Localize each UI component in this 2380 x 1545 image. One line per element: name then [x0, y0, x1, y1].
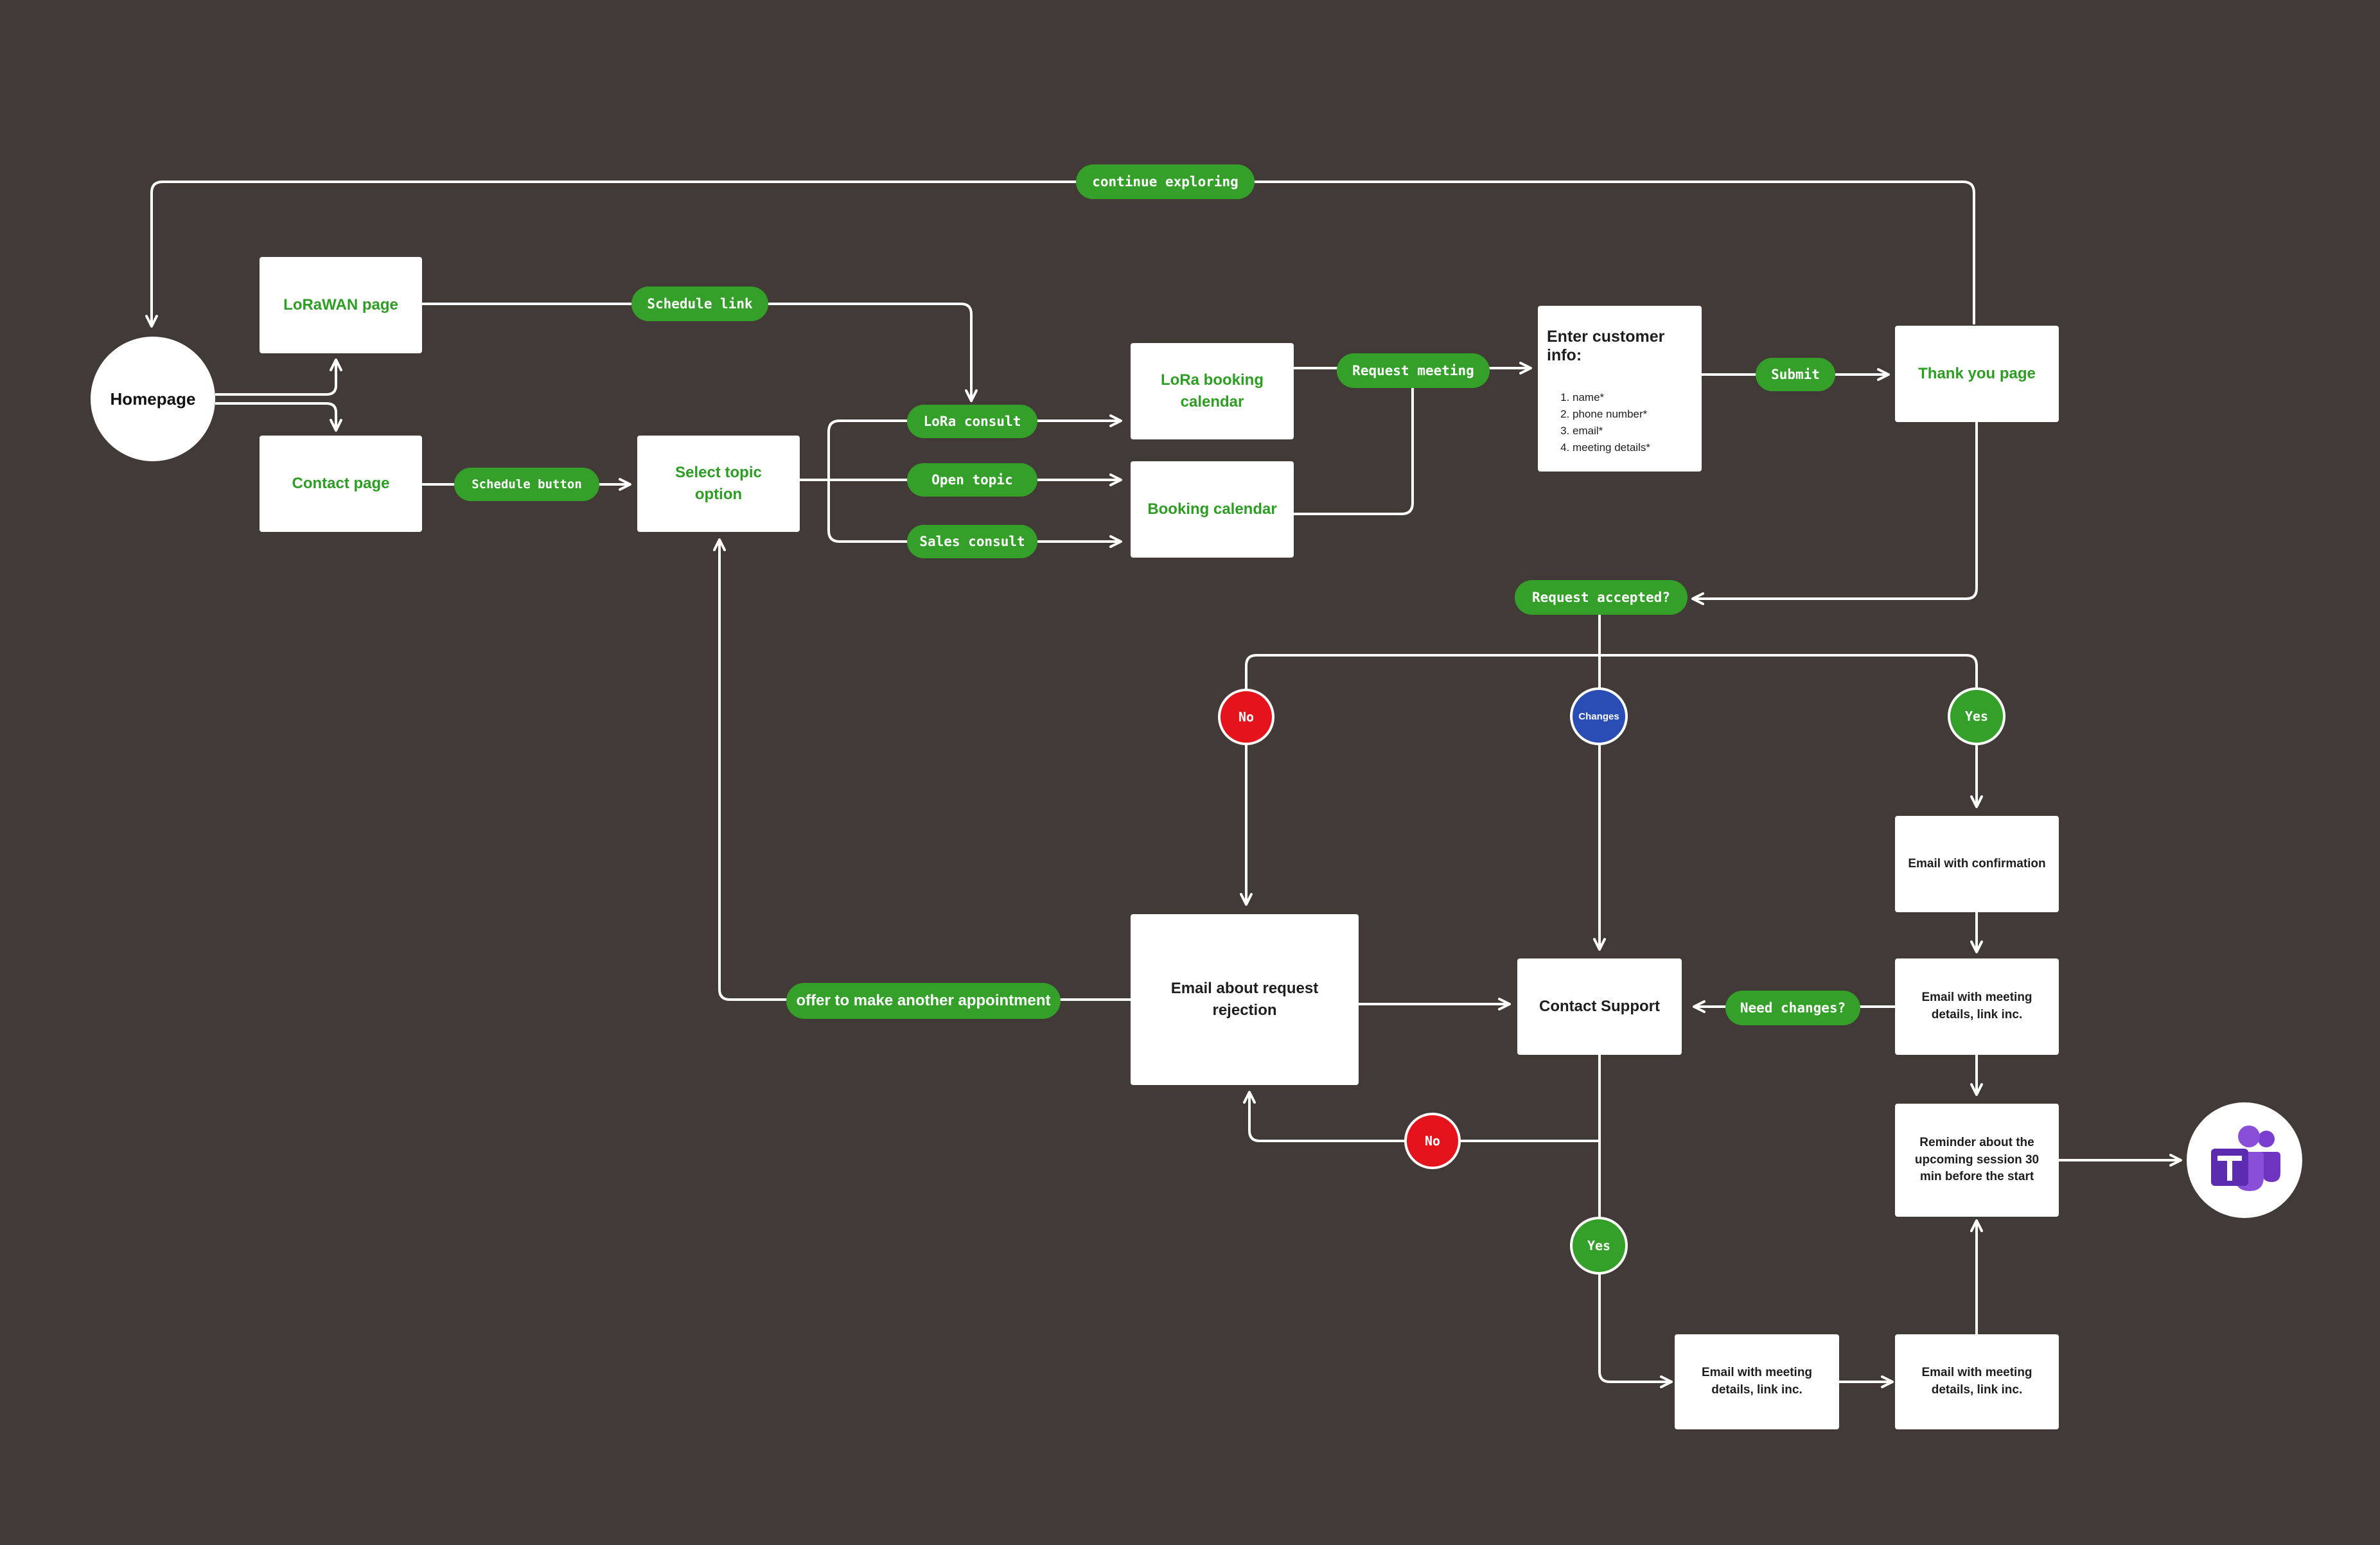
email-meeting-details-node[interactable]: Email with meeting details, link inc. — [1895, 1334, 2059, 1429]
label-lora-consult: LoRa consult — [907, 405, 1037, 438]
label-offer-another-appointment: offer to make another appointment — [786, 983, 1061, 1019]
customer-info-item: meeting details* — [1573, 439, 1693, 456]
label-schedule-link: Schedule link — [631, 287, 768, 321]
email-meeting-details-node[interactable]: Email with meeting details, link inc. — [1895, 958, 2059, 1055]
edge-support-no — [1243, 1091, 1600, 1142]
edge-thankyou-accepted — [1691, 422, 1978, 605]
lora-booking-calendar-node[interactable]: LoRa booking calendar — [1131, 343, 1294, 439]
email-meeting-details-node[interactable]: Email with meeting details, link inc. — [1675, 1334, 1839, 1429]
lorawan-page-node[interactable]: LoRaWAN page — [260, 257, 422, 353]
customer-info-list: name* phone number* email* meeting detai… — [1547, 389, 1693, 456]
label-continue-exploring: continue exploring — [1076, 164, 1255, 199]
edge-decision-bar — [1245, 654, 1978, 694]
edge-home-contact — [215, 402, 342, 432]
edge-schedule-link — [422, 303, 978, 402]
label-request-accepted: Request accepted? — [1515, 580, 1688, 615]
reminder-node[interactable]: Reminder about the upcoming session 30 m… — [1895, 1104, 2059, 1217]
edge-booking-to-request — [1294, 387, 1414, 515]
decision-yes: Yes — [1570, 1217, 1628, 1275]
customer-info-item: phone number* — [1573, 406, 1693, 423]
edge-continue-exploring — [145, 181, 1975, 328]
edge-offer-another — [713, 538, 1131, 1001]
customer-info-node[interactable]: Enter customer info: name* phone number*… — [1538, 306, 1702, 472]
label-request-meeting: Request meeting — [1337, 353, 1490, 388]
microsoft-teams-icon — [2211, 1126, 2280, 1191]
label-sales-consult: Sales consult — [907, 525, 1037, 558]
email-rejection-node[interactable]: Email about request rejection — [1131, 914, 1359, 1085]
email-confirmation-node[interactable]: Email with confirmation — [1895, 816, 2059, 912]
decision-changes: Changes — [1570, 687, 1628, 745]
decision-no: No — [1404, 1113, 1461, 1169]
homepage-node[interactable]: Homepage — [91, 337, 215, 461]
decision-yes: Yes — [1948, 687, 2005, 745]
teams-end-node[interactable] — [2187, 1102, 2302, 1218]
label-schedule-button: Schedule button — [454, 468, 599, 501]
customer-info-item: name* — [1573, 389, 1693, 406]
label-open-topic: Open topic — [907, 463, 1037, 497]
customer-info-item: email* — [1573, 423, 1693, 439]
decision-no: No — [1218, 689, 1274, 745]
contact-support-node[interactable]: Contact Support — [1517, 958, 1682, 1055]
contact-page-node[interactable]: Contact page — [260, 436, 422, 532]
customer-info-title: Enter customer info: — [1547, 328, 1665, 364]
edge-lora-consult — [827, 414, 1122, 480]
thank-you-page-node[interactable]: Thank you page — [1895, 326, 2059, 422]
edge-home-lorawan — [215, 358, 342, 396]
edge-support-yes — [1598, 1271, 1673, 1388]
select-topic-node[interactable]: Select topic option — [637, 436, 800, 532]
edge-sales-consult — [827, 480, 1122, 548]
label-need-changes: Need changes? — [1725, 991, 1860, 1025]
booking-calendar-node[interactable]: Booking calendar — [1131, 461, 1294, 558]
label-submit: Submit — [1756, 358, 1835, 391]
